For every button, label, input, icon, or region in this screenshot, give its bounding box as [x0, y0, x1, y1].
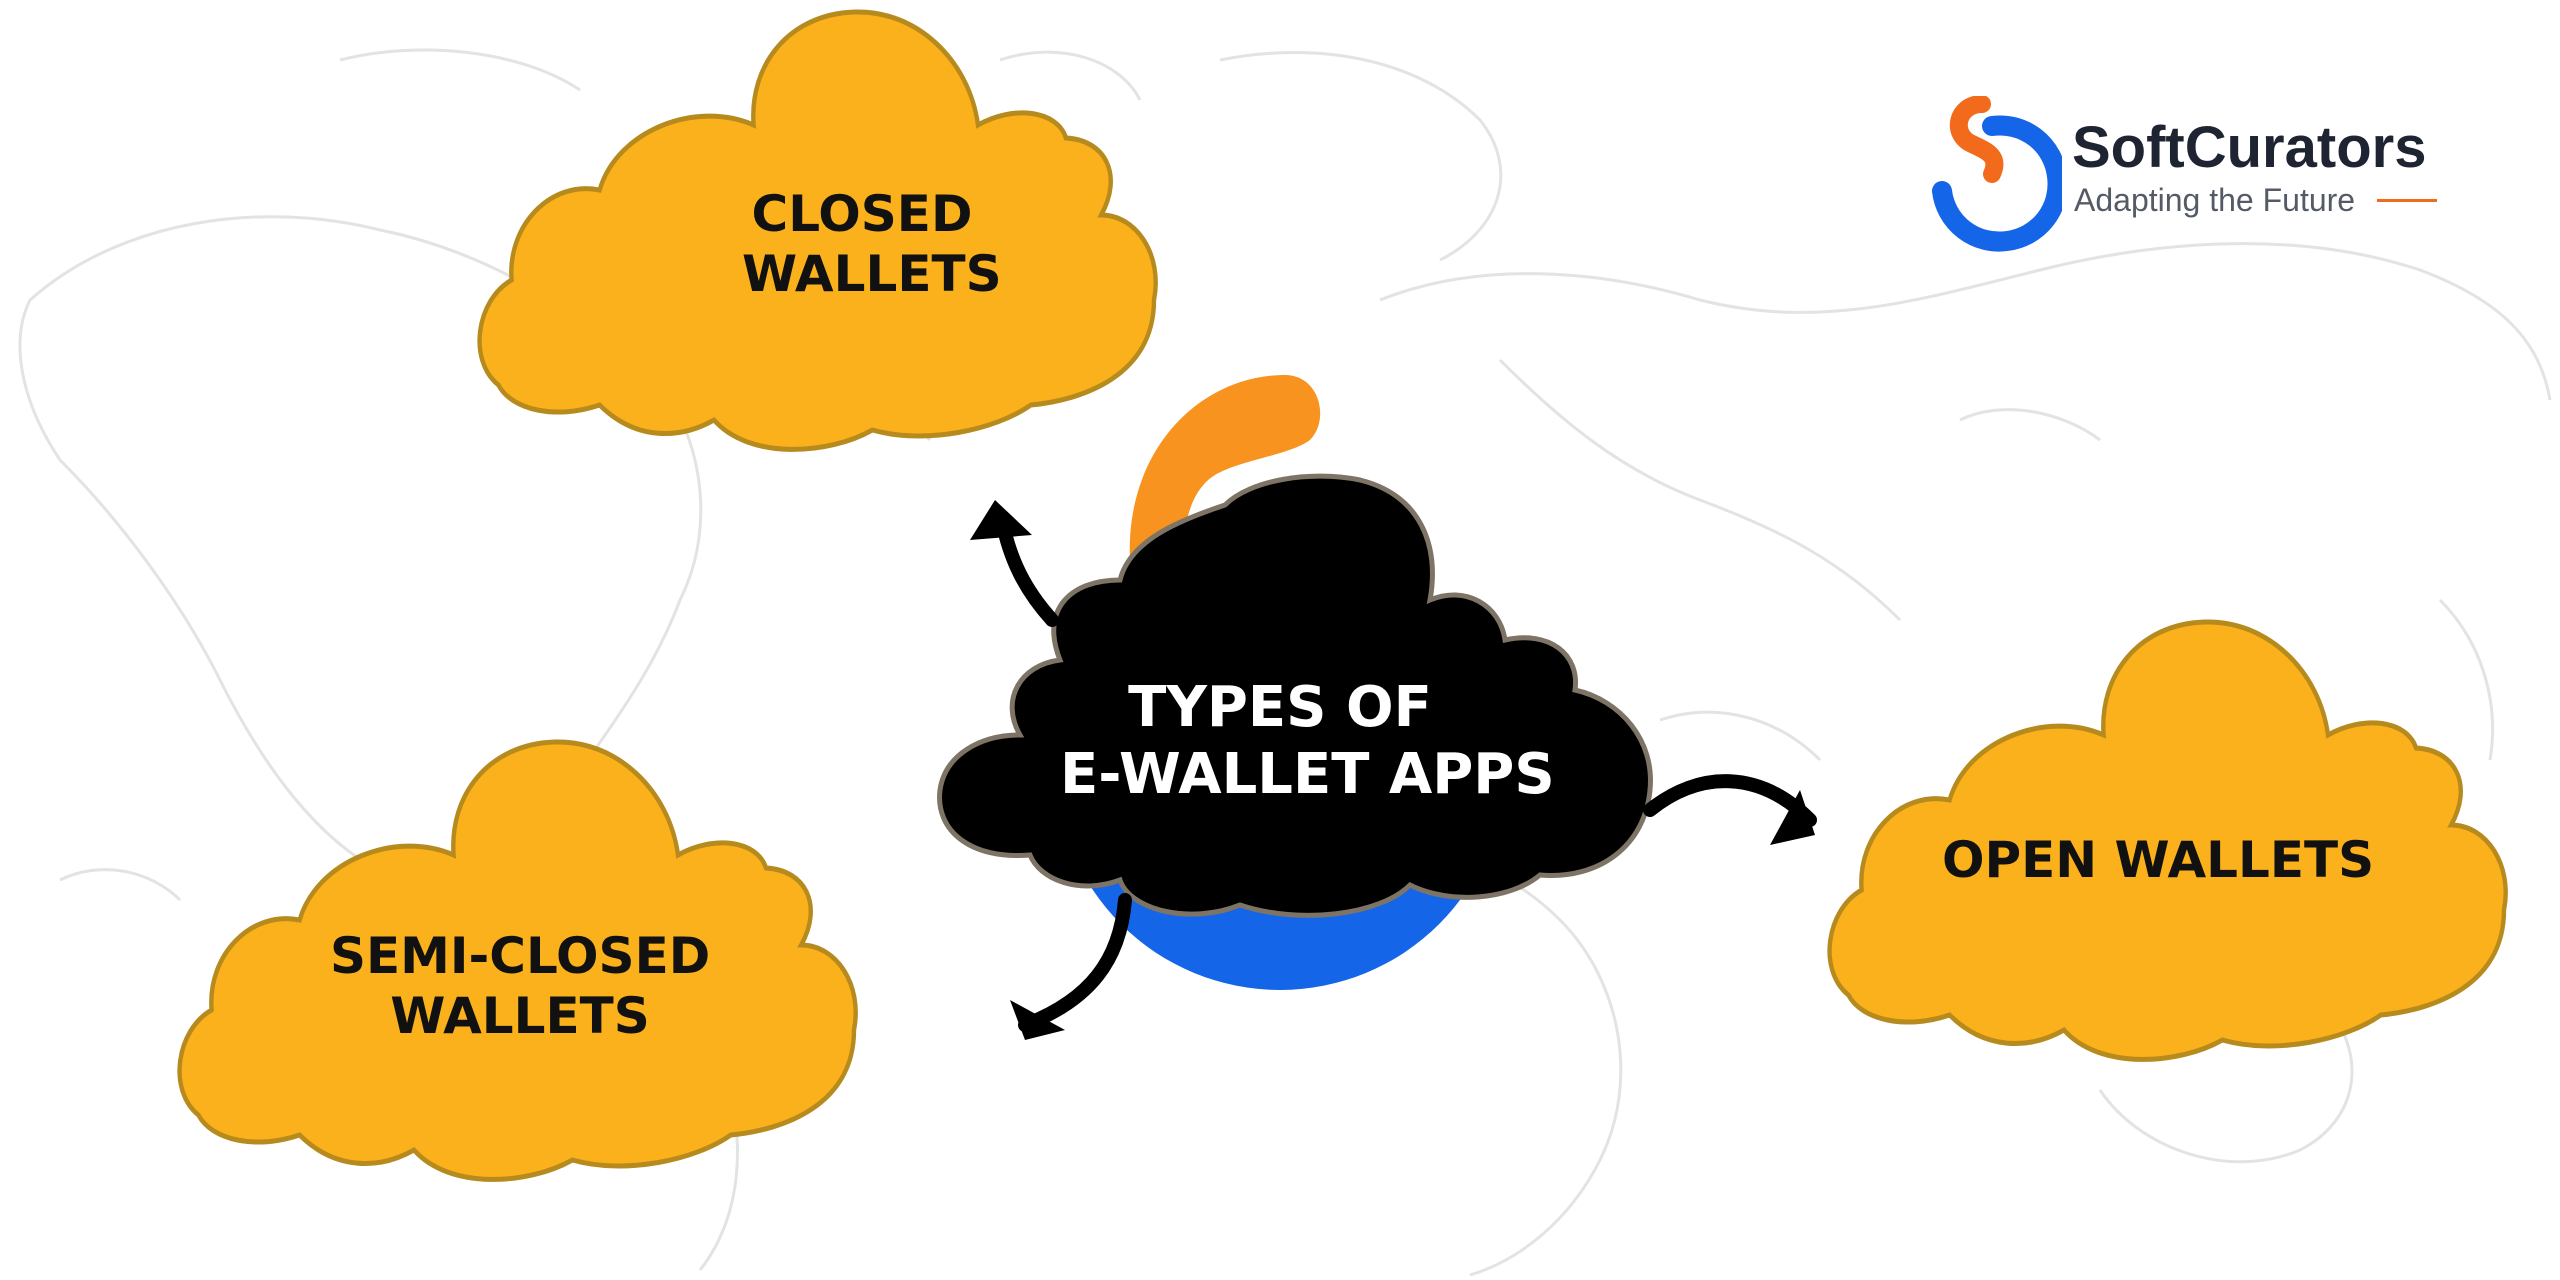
- open-wallets-cloud: [1827, 619, 2508, 1062]
- arrowhead-semi-closed: [1010, 1000, 1065, 1040]
- brand-name: SoftCurators: [2072, 115, 2427, 180]
- brand-logo: SoftCurators Adapting the Future: [1922, 96, 2442, 266]
- arrow-to-semi-closed-wallets: [1018, 893, 1132, 1032]
- center-label: TYPES OF E-WALLET APPS: [1060, 675, 1555, 808]
- softcurators-logo-icon: [1932, 96, 2062, 252]
- center-cloud: [937, 473, 1653, 918]
- tagline-accent-line: [2377, 199, 2437, 202]
- arrow-to-open-wallets: [1643, 774, 1817, 827]
- brand-tagline: Adapting the Future: [2074, 182, 2356, 218]
- closed-wallets-cloud: [477, 9, 1158, 452]
- open-wallets-label: OPEN WALLETS: [1942, 831, 2375, 889]
- closed-wallets-label: CLOSED WALLETS: [742, 185, 1002, 303]
- arrowhead-open: [1770, 790, 1815, 845]
- arrowhead-closed: [970, 500, 1032, 540]
- semi-closed-wallets-cloud: [177, 739, 858, 1182]
- stray-glyph: B: [2036, 660, 2065, 704]
- semi-closed-wallets-label: SEMI-CLOSED WALLETS: [330, 927, 711, 1045]
